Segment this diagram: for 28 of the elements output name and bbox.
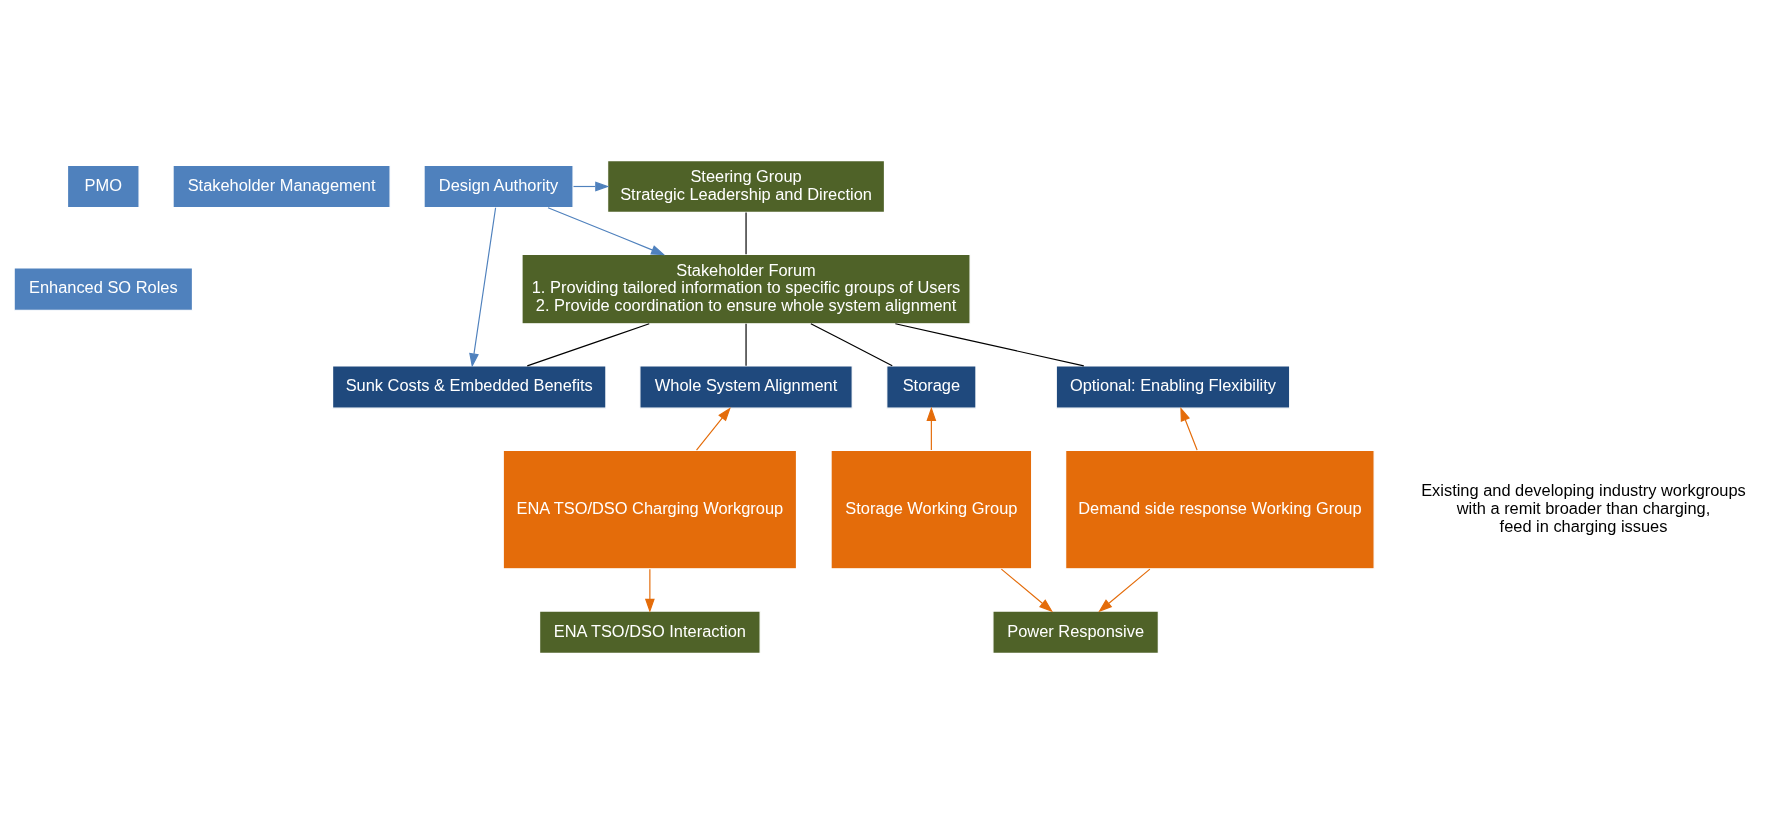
node-box: Enhanced SO Roles xyxy=(13,267,194,311)
arrow xyxy=(572,181,610,192)
connector xyxy=(894,323,1085,367)
arrow xyxy=(695,407,731,451)
node-box: Power Responsive xyxy=(992,610,1159,654)
node-box: Demand side response Working Group xyxy=(1065,449,1375,570)
node-box: Stakeholder Management xyxy=(172,164,391,209)
arrow xyxy=(644,568,655,613)
node-box: Steering Group Strategic Leadership and Direction xyxy=(607,160,886,213)
connector xyxy=(810,323,893,367)
node-box: ENA TSO/DSO Interaction xyxy=(539,610,761,654)
arrow xyxy=(1000,568,1053,613)
label: Existing and developing industry workgroups with a remit broader than charging, feed in charging issues xyxy=(1421,481,1746,535)
arrow xyxy=(1180,407,1198,451)
node-box: Stakeholder Forum 1. Providing tailored information to specific groups of Users 2. Provide coordination to ensure whole system alignment xyxy=(521,253,971,325)
node-box: Storage xyxy=(886,365,977,409)
node-box: Sunk Costs & Embedded Benefits xyxy=(332,365,607,409)
arrow xyxy=(926,406,937,451)
arrow xyxy=(547,207,666,256)
node-box: ENA TSO/DSO Charging Workgroup xyxy=(502,449,798,570)
node-box: Design Authority xyxy=(423,164,574,209)
arrow xyxy=(1098,568,1151,613)
node-box: Storage Working Group xyxy=(830,449,1033,570)
node-box: Whole System Alignment xyxy=(639,365,853,409)
arrow xyxy=(469,207,497,368)
node-box: PMO xyxy=(66,164,140,209)
connector xyxy=(526,323,650,367)
node-box: Optional: Enabling Flexibility xyxy=(1055,365,1291,409)
